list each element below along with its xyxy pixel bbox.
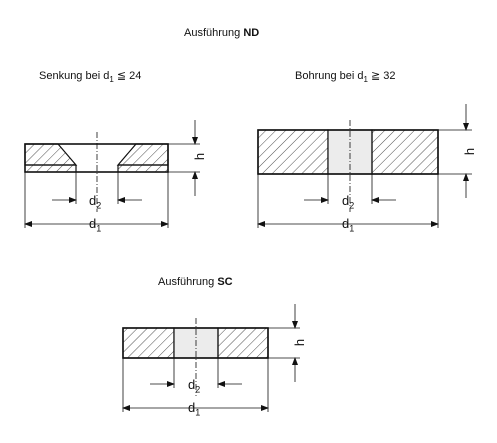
dim-letter: d — [188, 377, 196, 392]
caption-countersink: Senkung bei d1 ≦ 24 — [39, 69, 141, 84]
caption-countersink-sub: 1 — [109, 75, 114, 85]
section-right — [217, 327, 269, 359]
label-d1-sc: d1 — [188, 400, 200, 418]
label-d2-countersink: d2 — [89, 193, 101, 211]
label-d1-countersink: d1 — [89, 216, 101, 234]
section-right — [371, 129, 439, 175]
section-left — [122, 327, 175, 359]
heading-nd-code: ND — [243, 27, 260, 39]
drawing-nd-countersink — [24, 120, 200, 228]
caption-bore-rel: ≧ 32 — [367, 70, 396, 82]
drawing-sc — [122, 304, 300, 412]
dim-letter: d — [342, 193, 350, 208]
dim-sub: 1 — [195, 407, 201, 418]
section-left — [257, 129, 329, 175]
section-right — [116, 143, 169, 166]
caption-bore: Bohrung bei d1 ≧ 32 — [295, 69, 396, 84]
dim-sub: 1 — [96, 223, 102, 234]
label-d2-bore: d2 — [342, 193, 354, 211]
part-outline — [122, 327, 269, 359]
heading-sc-code: SC — [217, 276, 233, 288]
dim-letter: d — [342, 216, 350, 231]
heading-nd-text: Ausführung — [184, 27, 244, 39]
drawing-nd-bore — [257, 104, 472, 228]
dim-letter: d — [89, 216, 97, 231]
heading-nd: Ausführung ND — [184, 27, 259, 39]
label-h-sc: h — [292, 338, 308, 347]
dim-sub: 2 — [195, 384, 201, 395]
label-h-bore: h — [462, 147, 478, 156]
part-outline — [257, 129, 439, 175]
caption-countersink-rel: ≦ 24 — [113, 70, 142, 82]
caption-countersink-text: Senkung bei d — [39, 70, 110, 82]
label-d2-sc: d2 — [188, 377, 200, 395]
dim-sub: 1 — [349, 223, 355, 234]
section-left — [24, 143, 78, 166]
dim-sub: 2 — [96, 200, 102, 211]
caption-bore-sub: 1 — [363, 75, 368, 85]
label-d1-bore: d1 — [342, 216, 354, 234]
dim-letter: d — [89, 193, 97, 208]
caption-bore-text: Bohrung bei d — [295, 70, 364, 82]
part-outline — [24, 143, 169, 173]
label-h-countersink: h — [192, 152, 208, 161]
dim-sub: 2 — [349, 200, 355, 211]
dim-letter: d — [188, 400, 196, 415]
heading-sc-text: Ausführung — [158, 276, 218, 288]
heading-sc: Ausführung SC — [158, 276, 233, 288]
